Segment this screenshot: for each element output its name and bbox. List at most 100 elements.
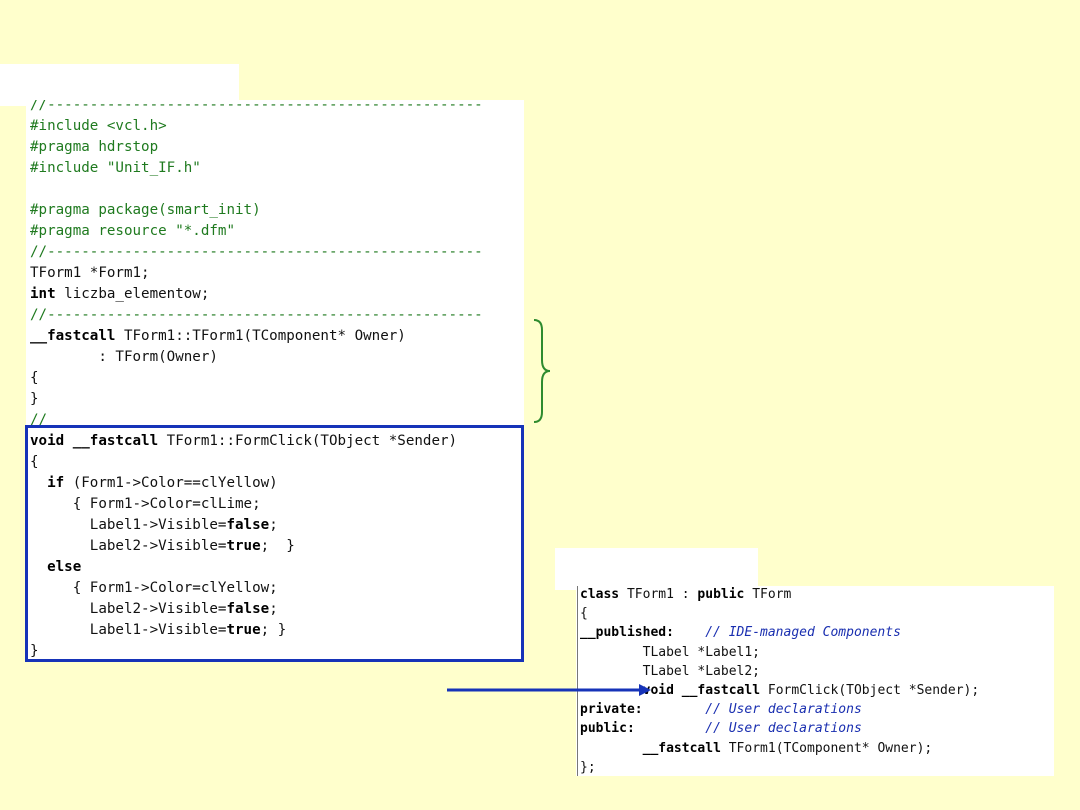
code-line: { xyxy=(30,452,483,473)
code-token: Label2->Visible= xyxy=(30,538,227,554)
code-line: { Form1->Color=clYellow; xyxy=(30,578,483,599)
code-token: __published: xyxy=(580,625,674,641)
code-line: TLabel *Label1; xyxy=(580,643,979,662)
right-title-placeholder xyxy=(555,548,758,590)
code-token: Label1->Visible= xyxy=(30,622,227,638)
code-token: TLabel *Label1; xyxy=(580,644,761,660)
code-line: { Form1->Color=clLime; xyxy=(30,494,483,515)
code-token: public: xyxy=(580,721,635,737)
code-line: TLabel *Label2; xyxy=(580,662,979,681)
code-token: liczba_elementow; xyxy=(55,286,210,302)
code-line: // xyxy=(30,410,483,431)
code-token xyxy=(643,702,706,717)
code-token: if xyxy=(47,475,65,491)
code-token: } xyxy=(30,643,39,659)
code-token: } xyxy=(30,391,39,407)
code-token: true xyxy=(226,622,261,638)
source-code-listing: //--------------------------------------… xyxy=(30,100,483,662)
code-line: //--------------------------------------… xyxy=(30,242,483,263)
code-token: { xyxy=(580,606,588,622)
code-token: //--------------------------------------… xyxy=(30,307,483,323)
code-line: Label2->Visible=true; } xyxy=(30,536,483,557)
code-token: Label2->Visible= xyxy=(30,601,227,617)
code-line: Label2->Visible=false; xyxy=(30,599,483,620)
code-line: void __fastcall TForm1::FormClick(TObjec… xyxy=(30,431,483,452)
header-code-listing: class TForm1 : public TForm{__published:… xyxy=(580,586,979,776)
code-token: { xyxy=(30,370,39,386)
code-token: __fastcall xyxy=(72,433,159,449)
code-token: FormClick(TObject *Sender); xyxy=(760,682,980,698)
code-line: __fastcall TForm1::TForm1(TComponent* Ow… xyxy=(30,326,483,347)
code-token: // User declarations xyxy=(705,721,862,737)
code-token: false xyxy=(226,517,270,533)
code-token: TForm1(TComponent* Owner); xyxy=(720,740,933,756)
code-token: //--------------------------------------… xyxy=(30,244,483,260)
code-token: (Form1->Color==clYellow) xyxy=(64,475,278,491)
header-code-panel: class TForm1 : public TForm{__published:… xyxy=(576,586,1054,776)
code-line: TForm1 *Form1; xyxy=(30,263,483,284)
code-line: __fastcall TForm1(TComponent* Owner); xyxy=(580,739,979,758)
code-token: #include <vcl.h> xyxy=(30,118,167,134)
code-token: __fastcall xyxy=(681,682,761,698)
code-line: private: // User declarations xyxy=(580,700,979,719)
code-token: // User declarations xyxy=(705,702,862,718)
source-code-panel: //--------------------------------------… xyxy=(26,100,524,662)
code-token: Label1->Visible= xyxy=(30,517,227,533)
code-token: ; } xyxy=(260,538,295,554)
code-token xyxy=(635,721,705,736)
code-token: class xyxy=(580,587,620,602)
code-line: class TForm1 : public TForm xyxy=(580,586,979,604)
code-line: : TForm(Owner) xyxy=(30,347,483,368)
code-token: #pragma hdrstop xyxy=(30,139,159,155)
code-token: TForm1 *Form1; xyxy=(30,265,150,281)
code-token: true xyxy=(226,538,261,554)
code-token: // IDE-managed Components xyxy=(705,625,901,641)
curly-brace-icon xyxy=(533,319,551,423)
code-line: public: // User declarations xyxy=(580,719,979,738)
code-line xyxy=(30,179,483,200)
arrow-right-icon xyxy=(447,684,651,696)
code-line: //--------------------------------------… xyxy=(30,305,483,326)
code-line: } xyxy=(30,389,483,410)
code-token xyxy=(580,741,643,756)
code-line: #pragma hdrstop xyxy=(30,137,483,158)
code-line: Label1->Visible=true; } xyxy=(30,620,483,641)
code-token: : TForm(Owner) xyxy=(30,349,218,365)
code-token: false xyxy=(226,601,270,617)
code-token: { xyxy=(30,454,39,470)
code-token: { Form1->Color=clYellow; xyxy=(30,580,278,596)
code-token: }; xyxy=(580,759,596,775)
code-line: #include "Unit_IF.h" xyxy=(30,158,483,179)
code-line: void __fastcall FormClick(TObject *Sende… xyxy=(580,681,980,700)
code-line: int liczba_elementow; xyxy=(30,284,483,305)
code-line: }; xyxy=(580,758,979,776)
code-line: //--------------------------------------… xyxy=(30,100,483,116)
code-token: #pragma resource "*.dfm" xyxy=(30,223,235,239)
code-token: __fastcall xyxy=(30,328,116,344)
code-token xyxy=(674,683,682,698)
header-panel-left-border xyxy=(577,586,578,776)
code-token: void xyxy=(642,682,674,698)
code-token: void xyxy=(30,433,65,449)
code-token: //--------------------------------------… xyxy=(30,100,483,113)
code-line: __published: // IDE-managed Components xyxy=(580,623,979,642)
code-line: } xyxy=(30,641,483,662)
code-line: else xyxy=(30,557,483,578)
code-line: #include <vcl.h> xyxy=(30,116,483,137)
code-token: TForm1::TForm1(TComponent* Owner) xyxy=(115,328,406,344)
code-token: __fastcall xyxy=(642,740,721,756)
code-token: public xyxy=(697,587,745,602)
formclick-highlight-box xyxy=(25,425,524,662)
code-token: int xyxy=(30,286,56,302)
code-token: else xyxy=(47,559,82,575)
code-token: { Form1->Color=clLime; xyxy=(30,496,261,512)
code-token: private: xyxy=(580,702,643,718)
code-token: TForm xyxy=(744,587,792,602)
code-token: #include "Unit_IF.h" xyxy=(30,160,201,176)
code-token: ; xyxy=(269,601,278,617)
code-line: Label1->Visible=false; xyxy=(30,515,483,536)
code-line: { xyxy=(30,368,483,389)
code-line: #pragma resource "*.dfm" xyxy=(30,221,483,242)
code-token: TForm1 : xyxy=(619,587,698,602)
code-token: TForm1::FormClick(TObject *Sender) xyxy=(158,433,458,449)
